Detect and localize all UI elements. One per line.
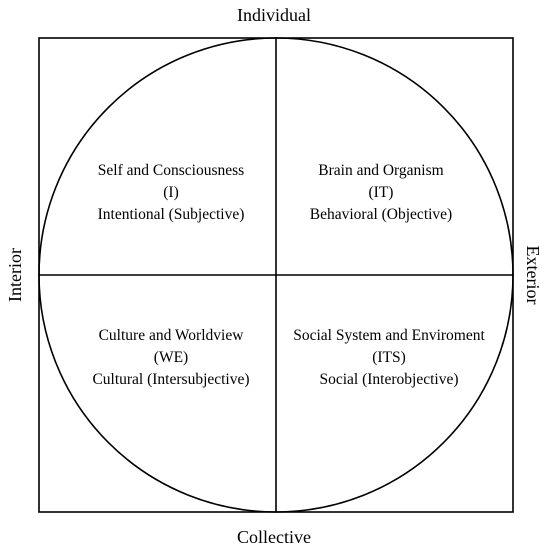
quadrant-lower-right: Social System and Enviroment (ITS) Socia… bbox=[274, 325, 504, 391]
axis-label-collective: Collective bbox=[237, 527, 311, 547]
quadrant-lower-left: Culture and Worldview (WE) Cultural (Int… bbox=[56, 325, 286, 391]
quadrant-type: Cultural (Intersubjective) bbox=[92, 371, 250, 388]
quadrant-code: (WE) bbox=[153, 349, 189, 366]
axis-label-interior: Interior bbox=[5, 248, 25, 302]
quadrant-title: Brain and Organism bbox=[318, 162, 444, 179]
quadrant-type: Intentional (Subjective) bbox=[97, 206, 245, 223]
axis-label-individual: Individual bbox=[237, 5, 311, 25]
axis-label-exterior: Exterior bbox=[523, 245, 543, 305]
quadrant-code: (I) bbox=[163, 184, 179, 201]
quadrant-upper-left: Self and Consciousness (I) Intentional (… bbox=[56, 160, 286, 226]
quadrant-title: Self and Consciousness bbox=[97, 162, 245, 179]
quadrant-upper-right: Brain and Organism (IT) Behavioral (Obje… bbox=[266, 160, 496, 226]
quadrant-type: Social (Interobjective) bbox=[319, 371, 459, 388]
quadrant-code: (ITS) bbox=[372, 349, 406, 366]
quadrant-code: (IT) bbox=[368, 184, 394, 201]
quadrant-title: Social System and Enviroment bbox=[293, 327, 485, 344]
quadrant-type: Behavioral (Objective) bbox=[309, 206, 453, 223]
quadrant-title: Culture and Worldview bbox=[98, 327, 244, 344]
